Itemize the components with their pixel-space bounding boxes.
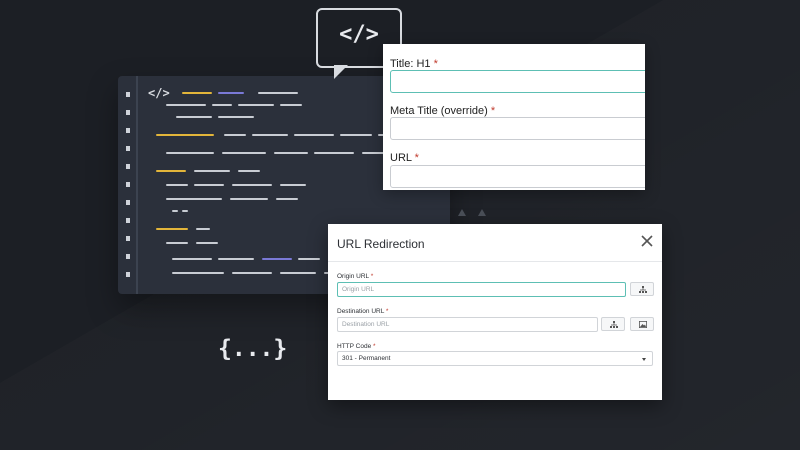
code-line (274, 152, 308, 154)
code-line (172, 258, 212, 260)
page-form-card: Title: H1 * Meta Title (override) * URL … (383, 44, 645, 190)
required-mark: * (373, 343, 376, 350)
code-line (314, 152, 354, 154)
code-line (232, 184, 272, 186)
code-line (222, 152, 266, 154)
code-line (238, 170, 260, 172)
code-line (280, 104, 302, 106)
url-label: URL * (390, 152, 419, 164)
code-line (280, 184, 306, 186)
code-line (252, 134, 288, 136)
code-tag-icon: </> (148, 86, 170, 100)
braces-icon: {...} (218, 336, 288, 362)
code-line (232, 272, 272, 274)
code-line (224, 134, 246, 136)
code-tag-icon: </> (339, 22, 379, 47)
image-icon (639, 321, 647, 328)
code-line (262, 258, 292, 260)
http-code-selected: 301 - Permanent (342, 355, 391, 362)
code-line (182, 92, 212, 94)
code-line (166, 184, 188, 186)
chevron-down-icon (642, 358, 646, 361)
meta-title-input[interactable] (390, 117, 645, 140)
modal-header: URL Redirection (328, 224, 662, 262)
code-line (156, 134, 214, 136)
gutter-dot (126, 272, 130, 277)
meta-title-label: Meta Title (override) * (390, 105, 495, 117)
sitemap-button[interactable] (630, 282, 654, 296)
code-line (196, 242, 218, 244)
gutter-dot (126, 164, 130, 169)
sitemap-icon (639, 286, 647, 293)
required-mark: * (370, 273, 374, 280)
code-line (156, 170, 186, 172)
gutter-dot (126, 128, 130, 133)
code-line (258, 92, 298, 94)
code-line (218, 116, 254, 118)
meta-title-label-text: Meta Title (override) (390, 105, 488, 117)
required-mark: * (385, 308, 389, 315)
code-line (172, 272, 224, 274)
code-line (212, 104, 232, 106)
code-line (230, 198, 268, 200)
origin-url-input[interactable]: Origin URL (337, 282, 626, 297)
code-line (156, 228, 188, 230)
gutter-dot (126, 200, 130, 205)
code-line (298, 258, 320, 260)
speech-bubble-icon: </> (316, 8, 402, 68)
gutter-dot (126, 146, 130, 151)
code-line (166, 242, 188, 244)
http-code-select[interactable]: 301 - Permanent (337, 351, 653, 366)
title-h1-label: Title: H1 * (390, 58, 438, 70)
code-line (280, 272, 316, 274)
title-h1-input[interactable] (390, 70, 645, 93)
required-mark: * (414, 152, 419, 164)
code-line (166, 104, 206, 106)
code-line (276, 198, 298, 200)
http-code-label-text: HTTP Code (337, 343, 372, 350)
code-line (238, 104, 274, 106)
close-icon[interactable] (640, 234, 654, 248)
code-line (194, 170, 230, 172)
triangle-icon (478, 209, 486, 216)
code-line (176, 116, 212, 118)
code-line (166, 152, 214, 154)
speech-bubble-tail (334, 65, 348, 79)
gutter-dot (126, 236, 130, 241)
code-line (196, 228, 210, 230)
url-label-text: URL (390, 152, 412, 164)
url-input[interactable] (390, 165, 645, 188)
url-redirection-modal: URL Redirection Origin URL * Origin URL … (328, 224, 662, 400)
required-mark: * (490, 105, 496, 117)
triangle-icon (458, 209, 466, 216)
gutter-dot (126, 182, 130, 187)
http-code-label: HTTP Code * (337, 343, 376, 350)
code-line (340, 134, 372, 136)
origin-url-label-text: Origin URL (337, 273, 369, 280)
modal-title: URL Redirection (337, 237, 425, 251)
destination-url-label-text: Destination URL (337, 308, 385, 315)
sitemap-button[interactable] (601, 317, 625, 331)
code-line (218, 92, 244, 94)
gutter-dot (126, 92, 130, 97)
destination-url-label: Destination URL * (337, 308, 388, 315)
gutter-dot (126, 110, 130, 115)
title-h1-label-text: Title: H1 (390, 58, 431, 70)
gutter-dot (126, 254, 130, 259)
code-line (166, 198, 222, 200)
destination-url-input[interactable]: Destination URL (337, 317, 598, 332)
image-button[interactable] (630, 317, 654, 331)
code-line (218, 258, 254, 260)
origin-url-label: Origin URL * (337, 273, 373, 280)
editor-gutter (136, 76, 138, 294)
required-mark: * (433, 58, 438, 70)
sitemap-icon (610, 321, 618, 328)
code-line (194, 184, 224, 186)
code-line (362, 152, 392, 154)
code-line (172, 210, 178, 212)
code-line (182, 210, 188, 212)
gutter-dot (126, 218, 130, 223)
code-line (294, 134, 334, 136)
